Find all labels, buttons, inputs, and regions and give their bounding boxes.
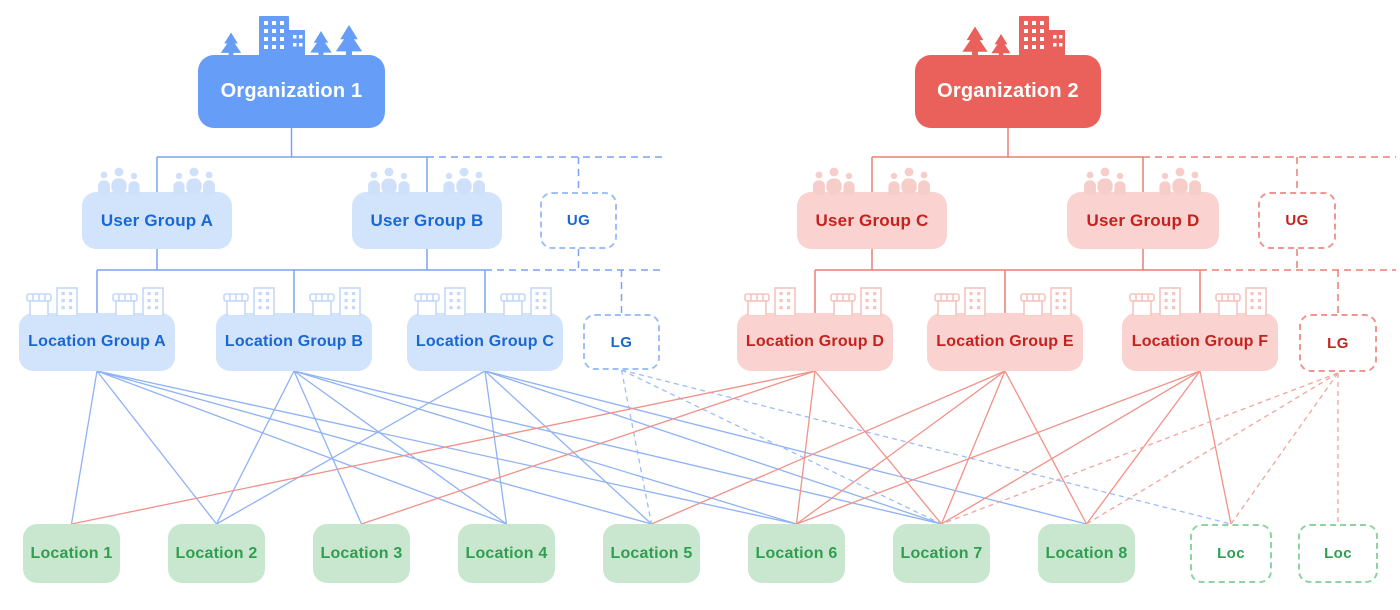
user-group-d-label: User Group D: [1086, 210, 1200, 230]
more-locations-label-2: Loc: [1324, 545, 1352, 562]
location-2-node: Location 2: [168, 524, 265, 583]
user-group-c-node: User Group C: [797, 167, 947, 249]
more-user-groups-red-node: UG: [1258, 192, 1336, 249]
location-6-label: Location 6: [755, 544, 838, 562]
location-8-label: Location 8: [1045, 544, 1128, 562]
location-3-node: Location 3: [313, 524, 410, 583]
location-4-node: Location 4: [458, 524, 555, 583]
more-locations-node-2: Loc: [1298, 524, 1378, 583]
more-locations-node-1: Loc: [1190, 524, 1272, 583]
location-group-d-label: Location Group D: [745, 333, 885, 350]
organization-1-node: Organization 1: [198, 16, 385, 128]
organization-1-label: Organization 1: [220, 80, 363, 102]
user-group-a-node: User Group A: [82, 167, 232, 249]
more-user-groups-blue-node: UG: [540, 192, 617, 249]
location-group-c-label: Location Group C: [415, 333, 555, 350]
more-user-groups-blue-label: UG: [566, 212, 591, 229]
location-8-node: Location 8: [1038, 524, 1135, 583]
user-group-b-node: User Group B: [352, 167, 502, 249]
organization-2-node: Organization 2: [915, 16, 1101, 128]
user-group-d-node: User Group D: [1067, 167, 1219, 249]
location-group-f-node: Location Group F: [1122, 287, 1278, 371]
location-group-b-label: Location Group B: [224, 333, 364, 350]
organization-2-label: Organization 2: [937, 80, 1079, 102]
location-group-c-node: Location Group C: [407, 287, 563, 371]
location-1-node: Location 1: [23, 524, 120, 583]
location-group-f-label: Location Group F: [1131, 333, 1269, 350]
location-7-label: Location 7: [900, 544, 983, 562]
location-6-node: Location 6: [748, 524, 845, 583]
location-3-label: Location 3: [320, 544, 403, 562]
more-location-groups-red-node: LG: [1299, 314, 1377, 372]
location-group-a-label: Location Group A: [28, 333, 166, 350]
location-2-label: Location 2: [175, 544, 258, 562]
location-group-e-label: Location Group E: [936, 333, 1074, 350]
location-group-b-node: Location Group B: [216, 287, 372, 371]
user-group-c-label: User Group C: [815, 210, 929, 230]
user-group-a-label: User Group A: [100, 210, 214, 230]
more-locations-label-1: Loc: [1217, 545, 1245, 562]
location-7-node: Location 7: [893, 524, 990, 583]
location-group-d-node: Location Group D: [737, 287, 893, 371]
more-user-groups-red-label: UG: [1285, 212, 1309, 229]
more-location-groups-red-label: LG: [1327, 334, 1349, 352]
location-group-a-node: Location Group A: [19, 287, 175, 371]
location-4-label: Location 4: [465, 544, 548, 562]
location-group-e-node: Location Group E: [927, 287, 1083, 371]
location-5-label: Location 5: [610, 544, 693, 562]
location-1-label: Location 1: [30, 544, 113, 562]
location-5-node: Location 5: [603, 524, 700, 583]
user-group-b-label: User Group B: [370, 210, 484, 230]
more-location-groups-blue-label: LG: [610, 333, 633, 351]
more-location-groups-blue-node: LG: [583, 314, 660, 370]
